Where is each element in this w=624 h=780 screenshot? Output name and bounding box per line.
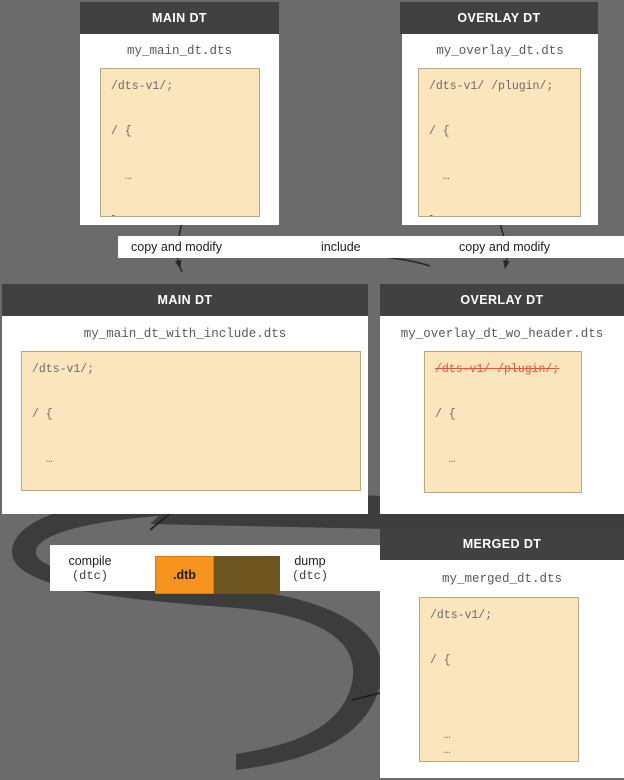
code-line: …	[111, 170, 132, 183]
code-main-dt-row1: /dts-v1/; / { … };	[100, 68, 260, 217]
code-line: / {	[430, 654, 451, 667]
label-copy-and-modify-left: copy and modify	[128, 239, 226, 255]
flow-band	[12, 492, 382, 770]
filename-overlay-dt-row2: my_overlay_dt_wo_header.dts	[400, 327, 604, 341]
code-blank	[32, 377, 350, 392]
code-overlay-dt-row1: /dts-v1/ /plugin/; / { … };	[418, 68, 581, 217]
code-line: /dts-v1/ /plugin/;	[429, 80, 554, 93]
code-blank	[429, 139, 570, 154]
code-main-dt-row2: /dts-v1/; / { … }; /include/ "my_overlay…	[21, 351, 361, 491]
panel-header-overlay-dt-row2: OVERLAY DT	[380, 284, 624, 316]
code-line: …	[429, 170, 450, 183]
dump-step: dump (dtc)	[277, 554, 343, 584]
code-line: / {	[429, 125, 450, 138]
code-line-struck: /dts-v1/ /plugin/;	[435, 363, 560, 376]
code-blank	[430, 758, 568, 761]
compile-tool: (dtc)	[71, 569, 108, 583]
arrow-copy-left-down	[177, 261, 183, 273]
filename-overlay-dt-row1: my_overlay_dt.dts	[436, 44, 564, 58]
panel-header-merged-dt: MERGED DT	[380, 528, 624, 560]
code-merged-dt: /dts-v1/; / { … … };	[419, 597, 579, 762]
code-blank	[435, 422, 571, 437]
code-line: / {	[435, 408, 456, 421]
code-line: …	[430, 729, 451, 742]
code-blank	[435, 467, 571, 482]
code-blank	[430, 623, 568, 638]
code-blank	[430, 698, 568, 713]
label-include: include	[318, 239, 364, 255]
compile-step: compile (dtc)	[52, 554, 128, 584]
code-blank	[430, 668, 568, 683]
code-line: };	[429, 215, 443, 216]
code-blank	[32, 422, 350, 437]
code-line: /dts-v1/;	[111, 80, 174, 93]
code-line: / {	[111, 125, 132, 138]
code-blank	[111, 139, 249, 154]
dtb-artifact: .dtb	[155, 556, 214, 594]
code-blank	[429, 184, 570, 199]
code-blank	[429, 94, 570, 109]
code-line: /dts-v1/;	[32, 363, 95, 376]
dtb-shadow	[214, 556, 280, 594]
dump-tool: (dtc)	[291, 569, 328, 583]
dump-label: dump	[294, 554, 326, 568]
filename-main-dt-row1: my_main_dt.dts	[126, 44, 233, 58]
code-blank	[111, 94, 249, 109]
code-line: / {	[32, 408, 53, 421]
code-blank	[111, 184, 249, 199]
code-blank	[435, 377, 571, 392]
panel-header-overlay-dt-row1: OVERLAY DT	[400, 2, 598, 34]
panel-header-main-dt-row2: MAIN DT	[2, 284, 368, 316]
code-overlay-dt-row2: /dts-v1/ /plugin/; / { … };	[424, 351, 582, 493]
compile-label: compile	[68, 554, 112, 568]
filename-merged-dt: my_merged_dt.dts	[441, 572, 563, 586]
code-line: …	[430, 744, 451, 757]
label-copy-and-modify-right: copy and modify	[456, 239, 554, 255]
code-line: …	[435, 453, 456, 466]
code-line: …	[32, 453, 53, 466]
code-blank	[32, 467, 350, 482]
panel-header-main-dt-row1: MAIN DT	[80, 2, 279, 34]
code-line: };	[111, 215, 125, 216]
code-line: /dts-v1/;	[430, 609, 493, 622]
filename-main-dt-row2: my_main_dt_with_include.dts	[83, 327, 287, 341]
